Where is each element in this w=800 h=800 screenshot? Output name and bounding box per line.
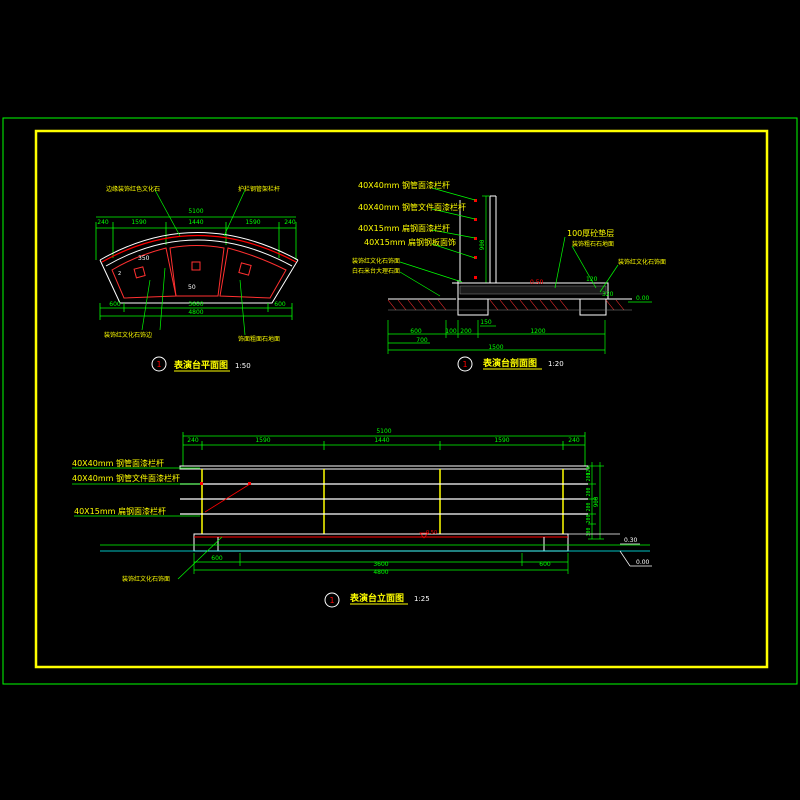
section-dim-d9: 120 bbox=[586, 276, 598, 283]
section-dim-d6: 1500 bbox=[488, 344, 503, 351]
plan-label-top-left: 边缘装饰红色文化石 bbox=[106, 185, 160, 193]
elev-callout-3: 40X15mm 扁钢面漆栏杆 bbox=[74, 506, 166, 516]
elev-dim-seg2: 1440 bbox=[374, 437, 389, 444]
section-scale: 1:20 bbox=[548, 360, 564, 368]
elev-right-dim: 200 bbox=[586, 487, 592, 496]
elev-scale: 1:25 bbox=[414, 595, 430, 603]
elev-dim-b-middle: 3600 bbox=[373, 561, 388, 568]
plan-title-number: 1 bbox=[156, 360, 161, 369]
elev-dim-seg3: 1590 bbox=[494, 437, 509, 444]
elev-dim-b-total: 4800 bbox=[373, 569, 388, 576]
plan-scale: 1:50 bbox=[235, 362, 251, 370]
section-dim-d1: 600 bbox=[410, 328, 422, 335]
elev-right-dims: 120 200 200 200 200 300 bbox=[586, 466, 592, 536]
plan-dim-seg2: 1440 bbox=[188, 219, 203, 226]
section-right-label-1: 100厚砼垫层 bbox=[567, 228, 614, 238]
plan-label-top-right: 护栏钢管架栏杆 bbox=[238, 185, 280, 193]
plan-dim-seg1: 1590 bbox=[131, 219, 146, 226]
plan-dim-b-right: 600 bbox=[274, 301, 286, 308]
section-left-label-2: 白石米台大理石面 bbox=[352, 267, 400, 275]
elev-level-bottom: 0.00 bbox=[636, 559, 650, 566]
elev-right-total: 900 bbox=[593, 496, 600, 507]
section-dim-d10: 320 bbox=[602, 291, 614, 298]
elev-right-dim: 200 bbox=[586, 472, 592, 481]
plan-dim-b-total: 4800 bbox=[188, 309, 203, 316]
plan-title-circle bbox=[151, 356, 167, 372]
section-callout-4: 40X15mm 扁钢钢板面饰 bbox=[364, 237, 456, 247]
section-title-circle bbox=[457, 356, 473, 372]
outer-frame bbox=[2, 117, 798, 685]
plan-dim-b-left: 600 bbox=[109, 301, 121, 308]
section-callout-1: 40X40mm 钢管面漆栏杆 bbox=[358, 180, 450, 190]
plan-left-num: 350 bbox=[138, 255, 150, 262]
section-left-label-1: 装饰红文化石饰面 bbox=[352, 257, 400, 265]
section-right-label-2: 装饰粗石石地面 bbox=[572, 240, 614, 248]
elev-title: 表演台立面图 bbox=[349, 592, 404, 604]
elev-dim-total: 5100 bbox=[376, 428, 391, 435]
elev-right-dim: 200 bbox=[586, 514, 592, 523]
section-dim-d2: 100 bbox=[445, 328, 457, 335]
plan-label-bottom-right: 饰面粗面石地面 bbox=[238, 335, 280, 343]
section-dim-d3: 200 bbox=[460, 328, 472, 335]
elev-dim-seg1: 1590 bbox=[255, 437, 270, 444]
section-dim-d7: 150 bbox=[480, 319, 492, 326]
plan-left-small: 2 bbox=[118, 271, 121, 277]
elevation-view: 5100 240 1590 1440 1590 240 bbox=[72, 428, 652, 608]
elev-title-circle bbox=[324, 592, 340, 608]
elev-center-level: 0.50 bbox=[426, 530, 437, 536]
elev-right-dim: 120 bbox=[586, 466, 592, 475]
section-view: 40X40mm 钢管面漆栏杆 40X40mm 钢管文件面漆栏杆 40X15mm … bbox=[352, 180, 666, 372]
inner-frame bbox=[34, 129, 769, 669]
plan-dim-b-middle: 3600 bbox=[188, 301, 203, 308]
section-dim-d8: 900 bbox=[479, 239, 486, 250]
plan-center-num: 50 bbox=[188, 284, 196, 291]
elev-dim-right: 240 bbox=[568, 437, 580, 444]
plan-dim-total: 5100 bbox=[188, 208, 203, 215]
elev-level-top: 0.30 bbox=[624, 537, 638, 544]
section-slope: 0.50 bbox=[530, 279, 544, 286]
elev-bottom-label: 装饰红文化石饰面 bbox=[122, 575, 170, 583]
elev-dim-b-left: 600 bbox=[211, 555, 223, 562]
elev-title-number: 1 bbox=[329, 596, 334, 605]
plan-label-bottom-left: 装饰红文化石饰边 bbox=[104, 331, 152, 339]
section-callout-2: 40X40mm 钢管文件面漆栏杆 bbox=[358, 202, 466, 212]
section-title-number: 1 bbox=[462, 360, 467, 369]
section-title: 表演台剖面图 bbox=[482, 357, 537, 369]
plan-dim-left: 240 bbox=[97, 219, 109, 226]
elev-dim-left: 240 bbox=[187, 437, 199, 444]
plan-dim-seg3: 1590 bbox=[245, 219, 260, 226]
section-right-label-3: 装饰红文化石饰面 bbox=[618, 258, 666, 266]
section-dim-d4: 1200 bbox=[530, 328, 545, 335]
elev-dim-b-right: 600 bbox=[539, 561, 551, 568]
section-dim-d5: 700 bbox=[416, 337, 428, 344]
elev-right-dim: 200 bbox=[586, 502, 592, 511]
section-level: 0.00 bbox=[636, 295, 650, 302]
plan-title: 表演台平面图 bbox=[173, 359, 228, 371]
elev-callout-2: 40X40mm 钢管文件面漆栏杆 bbox=[72, 473, 180, 483]
section-callout-3: 40X15mm 扁钢面漆栏杆 bbox=[358, 223, 450, 233]
elev-right-dim: 300 bbox=[586, 527, 592, 536]
elev-callout-1: 40X40mm 钢管面漆栏杆 bbox=[72, 458, 164, 468]
plan-dim-right: 240 bbox=[284, 219, 296, 226]
plan-view: 5100 240 1590 1440 1590 240 2 350 50 bbox=[95, 185, 299, 372]
